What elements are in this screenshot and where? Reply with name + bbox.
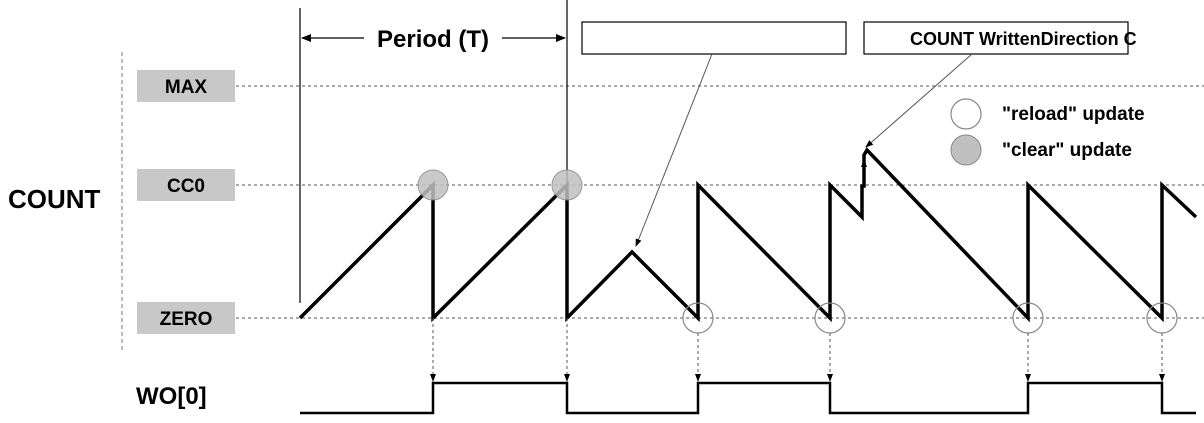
callout-right-leader [865,53,973,148]
zero-level-box [137,302,235,334]
callout-label-right: COUNT WrittenDirection C [910,29,1137,49]
max-level-box [137,70,235,102]
callout-box-right [863,21,1129,55]
period-label: Period (T) [377,26,489,53]
clear-marker [551,169,583,201]
zero-level-label: ZERO [160,309,213,330]
legend-clear-label: "clear" update [1002,140,1132,161]
cc0-level-box [137,169,235,201]
legend-reload-label: "reload" update [1002,104,1145,125]
clear-marker [417,169,449,201]
count-waveform [298,147,1198,323]
count-axis-title: COUNT [8,184,101,214]
output-label: WO[0] [136,383,207,410]
legend-reload-icon [950,98,982,130]
callout-left-leader [635,53,713,247]
output-waveform [300,381,1196,415]
max-level-label: MAX [165,77,208,98]
legend-clear-icon [950,134,982,166]
cc0-level-label: CC0 [167,176,205,197]
callout-box-left [581,21,847,55]
